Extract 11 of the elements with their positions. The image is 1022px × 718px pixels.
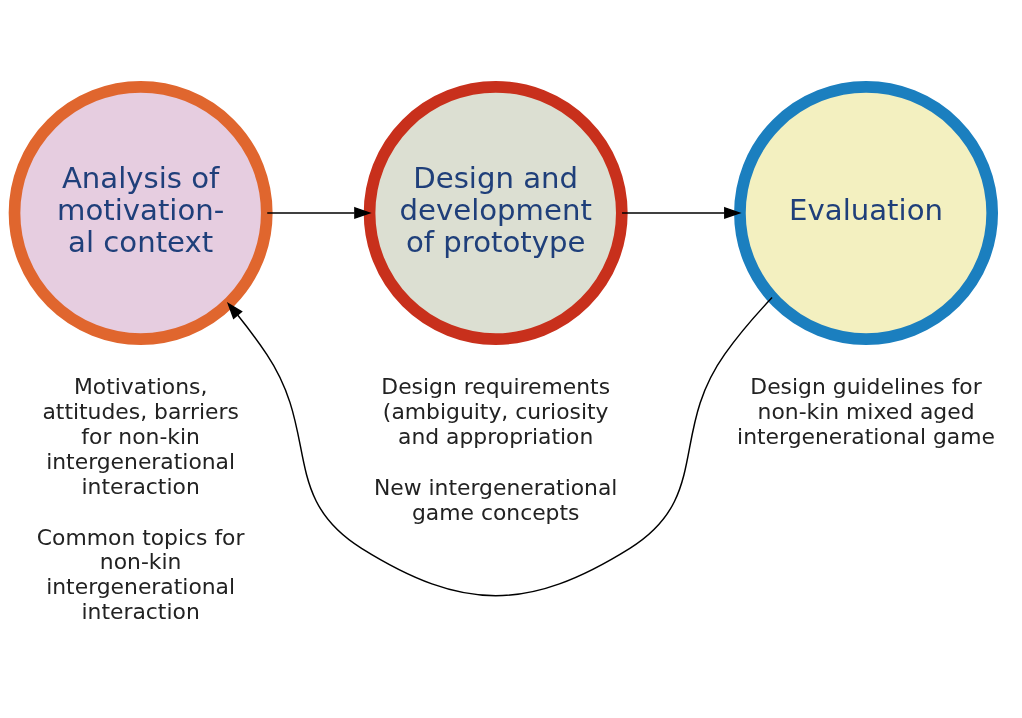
arrow: [266, 206, 372, 219]
node-circle: Analysis of motivation- al context: [8, 80, 273, 345]
node-label: New intergenerational game concepts: [373, 474, 618, 525]
node-circle: Evaluation: [734, 80, 998, 345]
node-label: Motivations, attitudes, barriers for non-kin intergenerational interaction: [42, 373, 239, 499]
node-label: Design requirements (ambiguity, curiosity and appropriation: [381, 373, 611, 449]
arrow: [226, 296, 773, 596]
arrow: [621, 206, 742, 219]
node-label: Design guidelines for non-kin mixed aged intergenerational game: [737, 373, 995, 449]
node-circle: Design and development of prototype: [363, 80, 628, 345]
node-label: Common topics for non-kin intergenerational interaction: [36, 524, 245, 624]
